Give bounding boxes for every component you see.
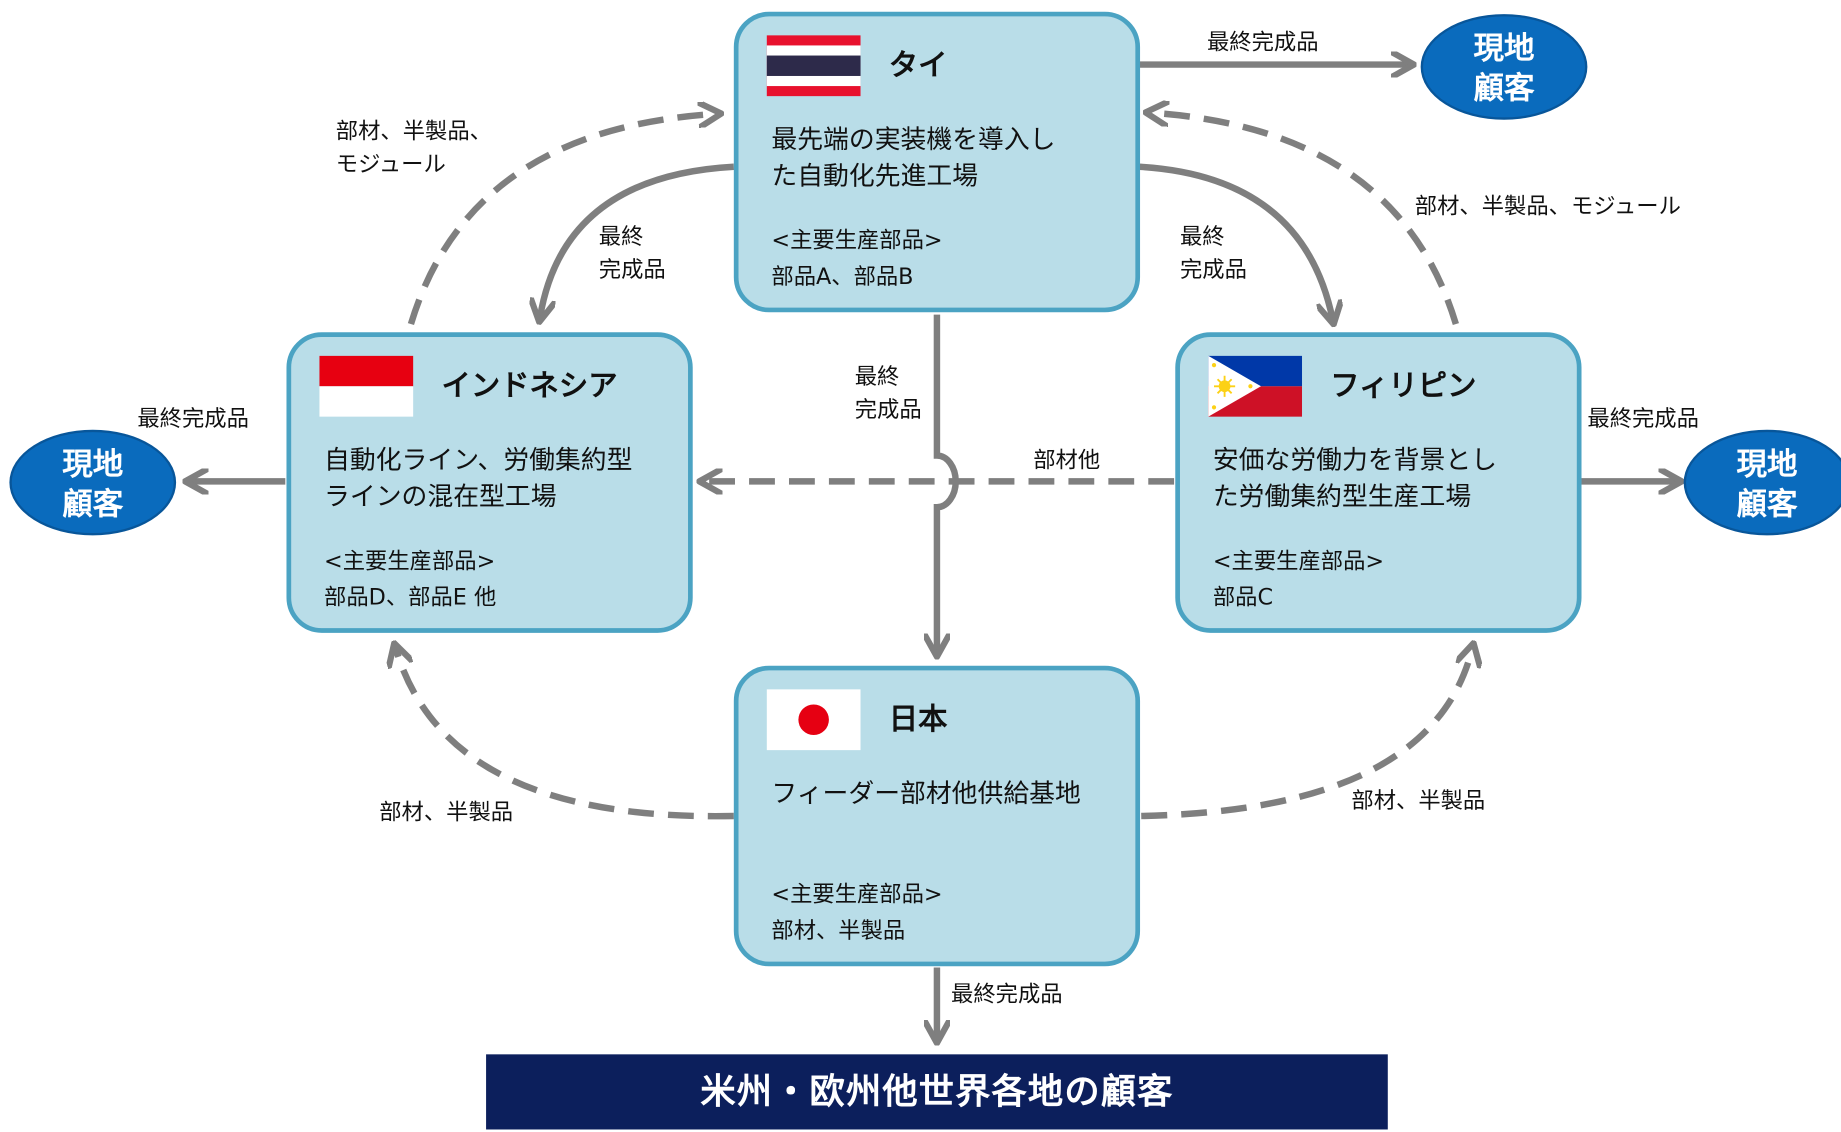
philippines-description: 安価な労働力を背景とし た労働集約型生産工場 xyxy=(1212,446,1497,512)
label-thailand-to-japan: 最終完成品 xyxy=(854,363,922,423)
world-customers-banner: 米州・欧州他世界各地の顧客 xyxy=(486,1054,1388,1130)
philippines-parts: 部品C xyxy=(1212,584,1274,611)
label-thailand-to-indonesia: 最終完成品 xyxy=(598,224,666,283)
label-philippines-to-indonesia: 部材他 xyxy=(1033,447,1101,474)
japan-parts-title: <主要生産部品> xyxy=(771,881,943,908)
label-indonesia-final-product: 最終完成品 xyxy=(137,406,249,433)
thailand-parts-title: <主要生産部品> xyxy=(771,227,943,254)
arrow-indonesia-to-thailand xyxy=(407,114,716,325)
label-japan-final-product: 最終完成品 xyxy=(951,981,1063,1008)
indonesia-flag-icon xyxy=(319,355,414,417)
node-philippines: フィリピン 安価な労働力を背景とし た労働集約型生産工場 <主要生産部品> 部品… xyxy=(1175,332,1582,633)
philippines-country-name: フィリピン xyxy=(1330,368,1477,403)
indonesia-description: 自動化ライン、労働集約型 ラインの混在型工場 xyxy=(324,446,633,512)
node-indonesia: インドネシア 自動化ライン、労働集約型 ラインの混在型工場 <主要生産部品> 部… xyxy=(286,332,693,633)
label-indonesia-to-thailand: 部材、半製品、モジュール xyxy=(335,118,492,178)
label-philippines-final-product: 最終完成品 xyxy=(1587,406,1699,433)
label-thailand-final-product: 最終完成品 xyxy=(1206,29,1319,56)
indonesia-country-name: インドネシア xyxy=(441,368,618,403)
philippines-parts-title: <主要生産部品> xyxy=(1212,548,1385,575)
japan-parts: 部材、半製品 xyxy=(771,918,906,944)
arrow-philippines-to-thailand xyxy=(1151,113,1459,325)
thailand-country-name: タイ xyxy=(888,48,948,83)
japan-country-name: 日本 xyxy=(888,702,948,737)
arrow-japan-to-indonesia xyxy=(396,648,734,820)
indonesia-parts: 部品D、部品E 他 xyxy=(324,584,497,611)
label-thailand-to-philippines: 最終完成品 xyxy=(1179,224,1247,283)
thailand-parts: 部品A、部品B xyxy=(771,264,914,291)
label-philippines-to-thailand: 部材、半製品、モジュール xyxy=(1414,193,1681,220)
label-japan-to-philippines: 部材、半製品 xyxy=(1351,787,1486,814)
thailand-description: 最先端の実装機を導入し た自動化先進工場 xyxy=(771,125,1056,192)
customer-local-philippines: 現地顧客 xyxy=(1683,429,1841,536)
indonesia-parts-title: <主要生産部品> xyxy=(324,548,496,575)
philippines-flag-icon xyxy=(1208,355,1303,417)
customer-local-indonesia: 現地顧客 xyxy=(9,429,177,536)
japan-description: フィーダー部材他供給基地 xyxy=(771,779,1081,809)
arrow-thailand-to-philippines xyxy=(1138,163,1333,320)
arrow-thailand-to-indonesia xyxy=(540,163,734,317)
node-thailand: タイ 最先端の実装機を導入し た自動化先進工場 <主要生産部品> 部品A、部品B xyxy=(733,11,1141,313)
thailand-flag-icon xyxy=(766,35,861,97)
customer-local-thailand: 現地顧客 xyxy=(1420,14,1588,120)
label-japan-to-indonesia: 部材、半製品 xyxy=(379,799,514,826)
node-japan: 日本 フィーダー部材他供給基地 <主要生産部品> 部材、半製品 xyxy=(733,665,1141,967)
japan-flag-icon xyxy=(766,689,861,751)
